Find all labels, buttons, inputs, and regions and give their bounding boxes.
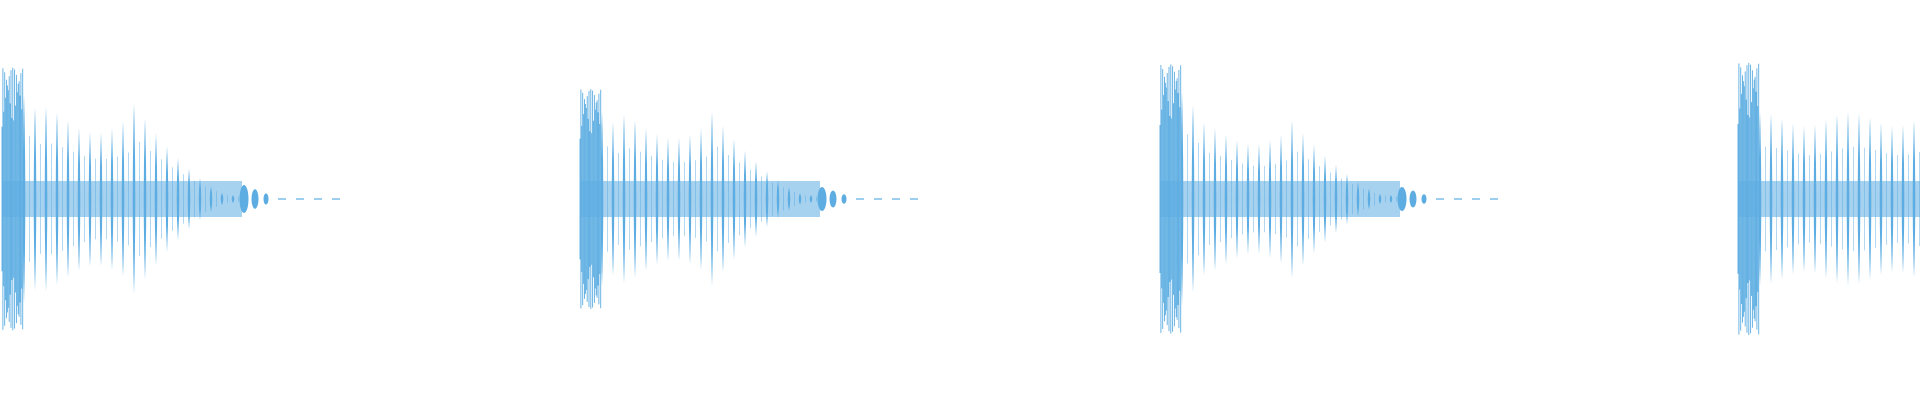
waveform-burst [1159,64,1498,334]
waveform-burst [1,67,340,331]
waveform-burst [579,89,918,309]
waveform-burst [1737,62,1920,336]
